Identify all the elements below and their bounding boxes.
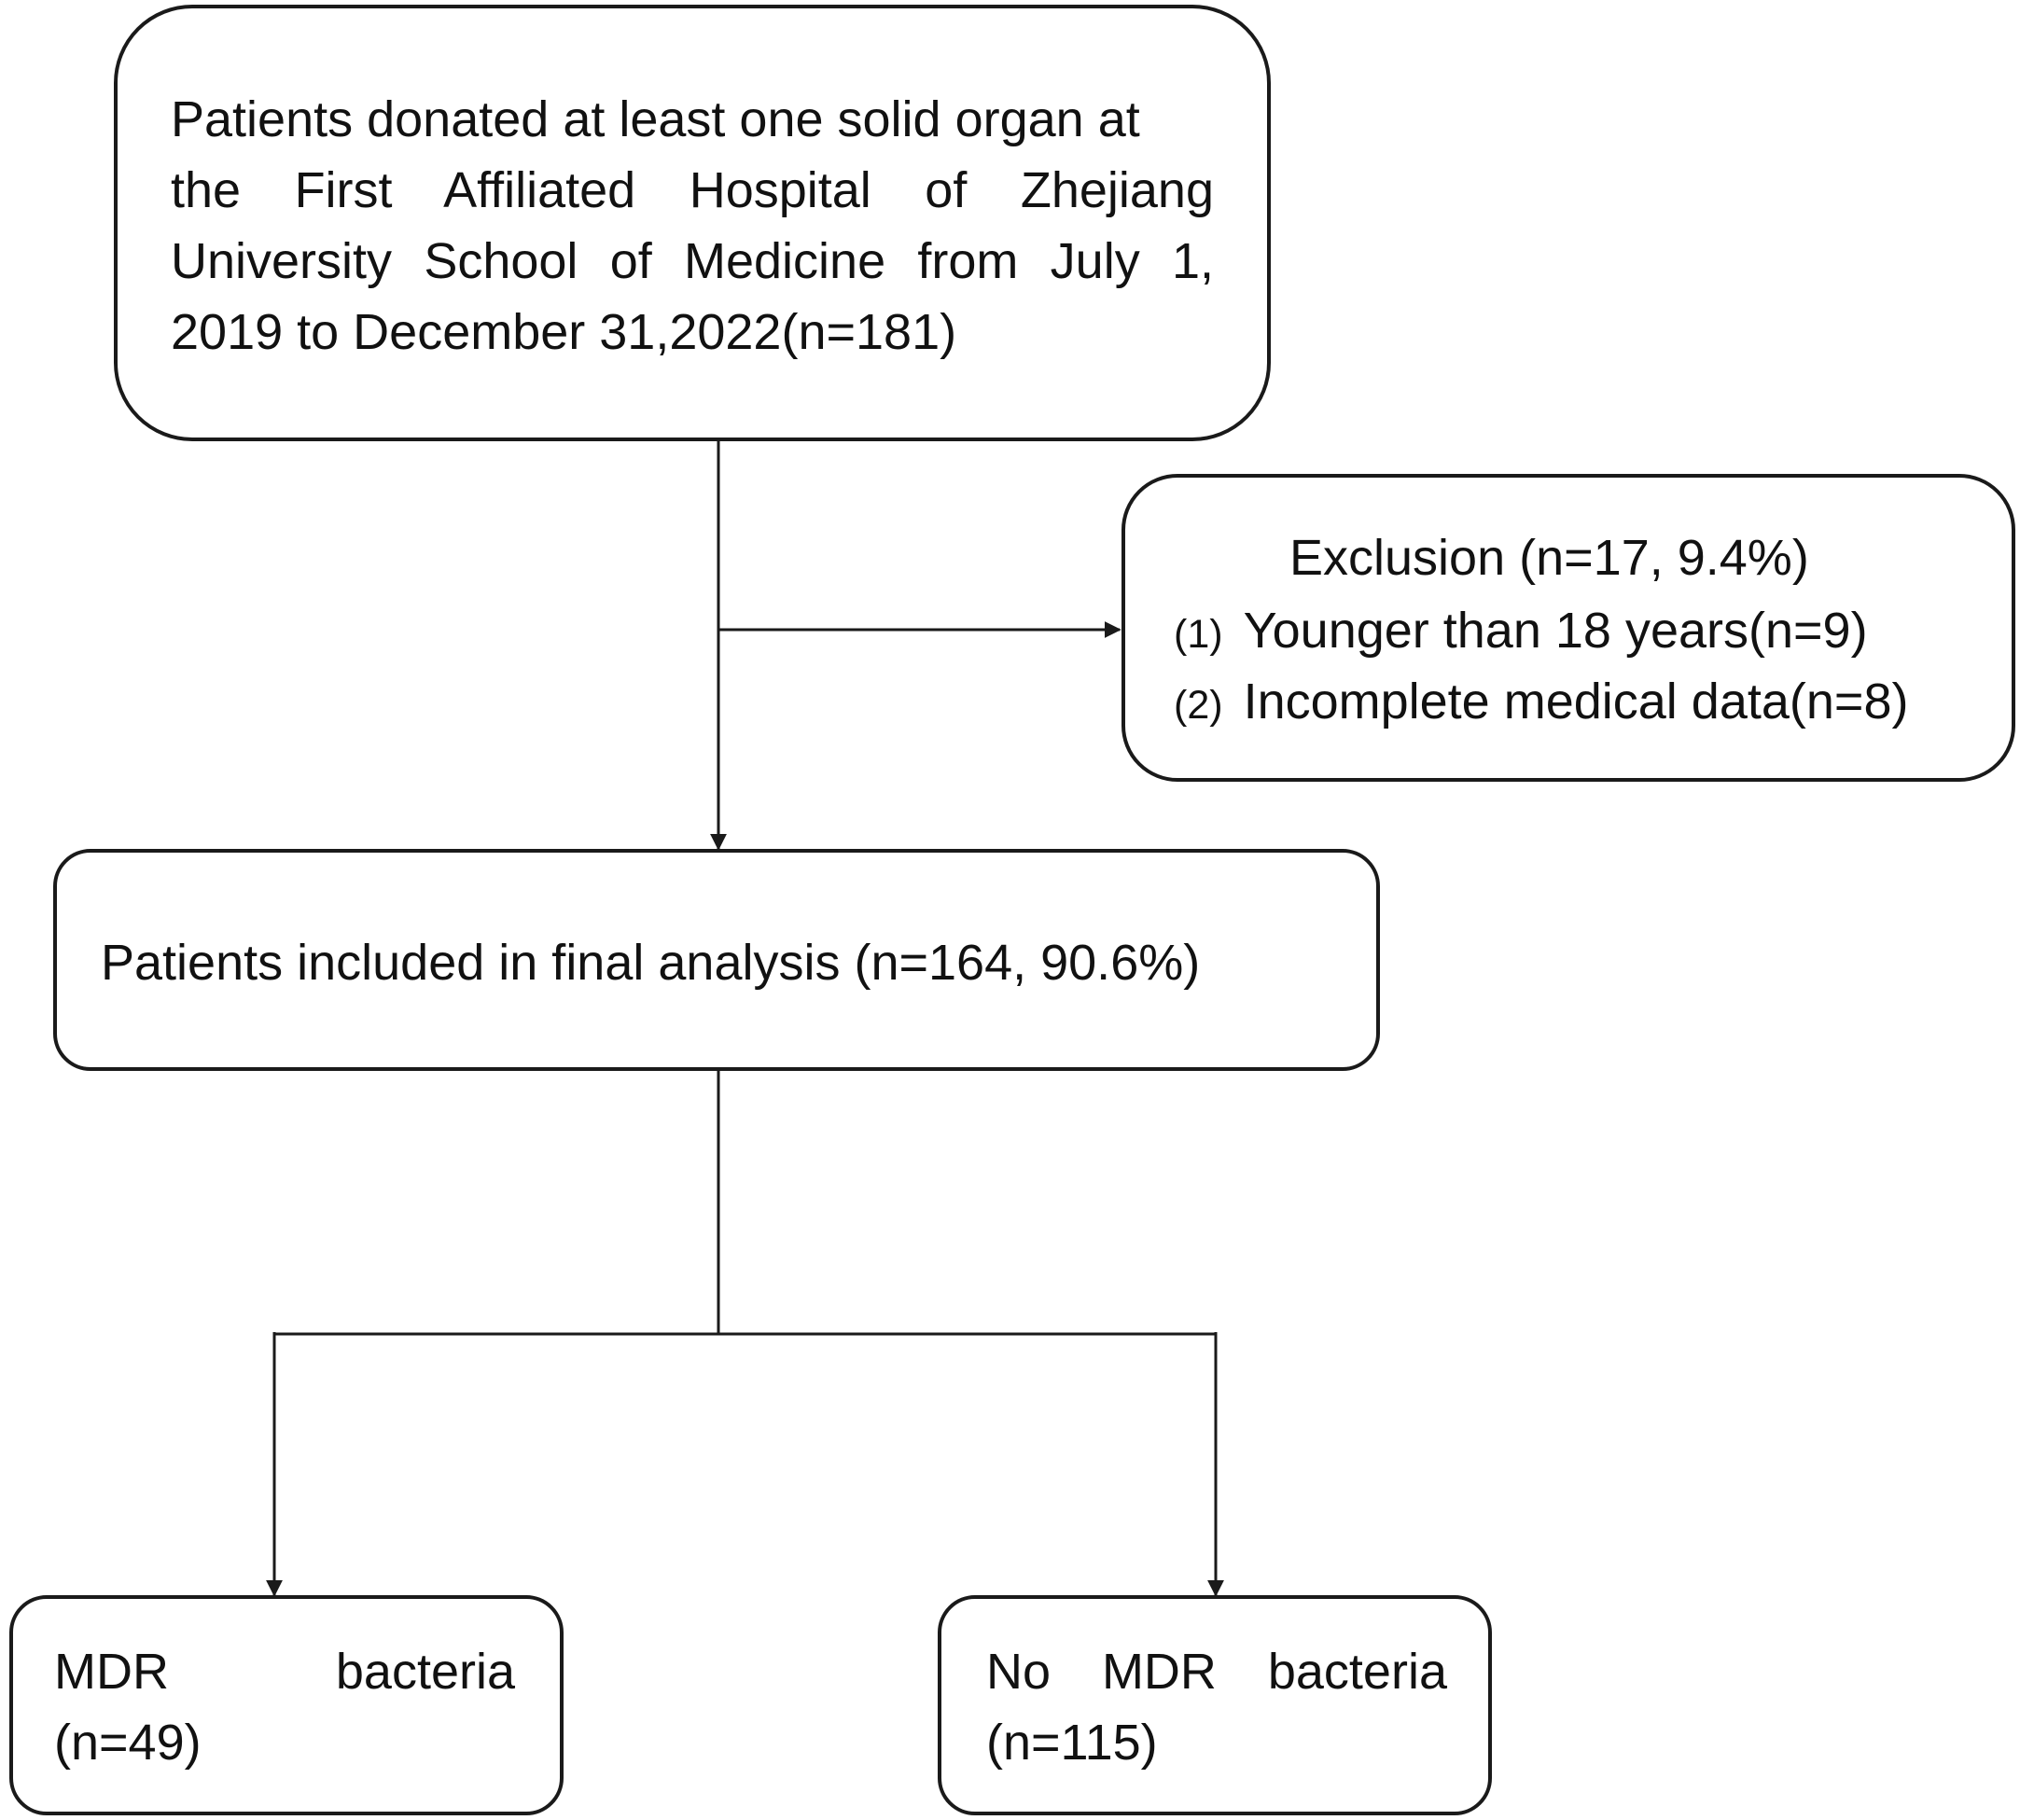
exclusion-box — [1121, 474, 2015, 782]
no-mdr-bacteria-text: No MDR bacteria (n=115) — [986, 1636, 1447, 1778]
exclusion-title: Exclusion (n=17, 9.4%) — [1289, 530, 1809, 586]
mdr-word-2: MDR — [1101, 1644, 1217, 1700]
exclusion-item-2-text: Incomplete medical data(n=8) — [1243, 674, 1909, 729]
mdr-label-row: MDR bacteria — [54, 1636, 515, 1707]
mdr-count: (n=49) — [54, 1715, 202, 1771]
source-line-2: the First Affiliated Hospital of Zhejian… — [171, 162, 1214, 218]
exclusion-item-2-number: (2) — [1174, 683, 1223, 728]
source-line-4: 2019 to December 31,2022(n=181) — [171, 304, 957, 360]
included-text: Patients included in final analysis (n=1… — [101, 935, 1201, 991]
exclusion-item-1-text: Younger than 18 years(n=9) — [1243, 603, 1868, 659]
no-mdr-bacteria-box — [938, 1595, 1492, 1815]
no-word: No — [986, 1644, 1052, 1700]
exclusion-item-1-number: (1) — [1174, 612, 1223, 657]
bacteria-word-2: bacteria — [1267, 1644, 1447, 1700]
no-mdr-label-row: No MDR bacteria — [986, 1636, 1447, 1707]
source-line-1: Patients donated at least one solid orga… — [171, 91, 1140, 147]
mdr-word: MDR — [54, 1644, 169, 1700]
source-line-3: University School of Medicine from July … — [171, 233, 1214, 289]
mdr-bacteria-box — [9, 1595, 564, 1815]
no-mdr-count: (n=115) — [986, 1715, 1158, 1771]
exclusion-item-1: (1) Younger than 18 years(n=9) — [1174, 595, 1868, 670]
bacteria-word: bacteria — [335, 1644, 515, 1700]
source-population-text: Patients donated at least one solid orga… — [171, 84, 1214, 368]
included-box — [53, 849, 1380, 1071]
exclusion-item-2: (2) Incomplete medical data(n=8) — [1174, 666, 1908, 741]
mdr-bacteria-text: MDR bacteria (n=49) — [54, 1636, 515, 1778]
source-population-box — [114, 5, 1271, 441]
